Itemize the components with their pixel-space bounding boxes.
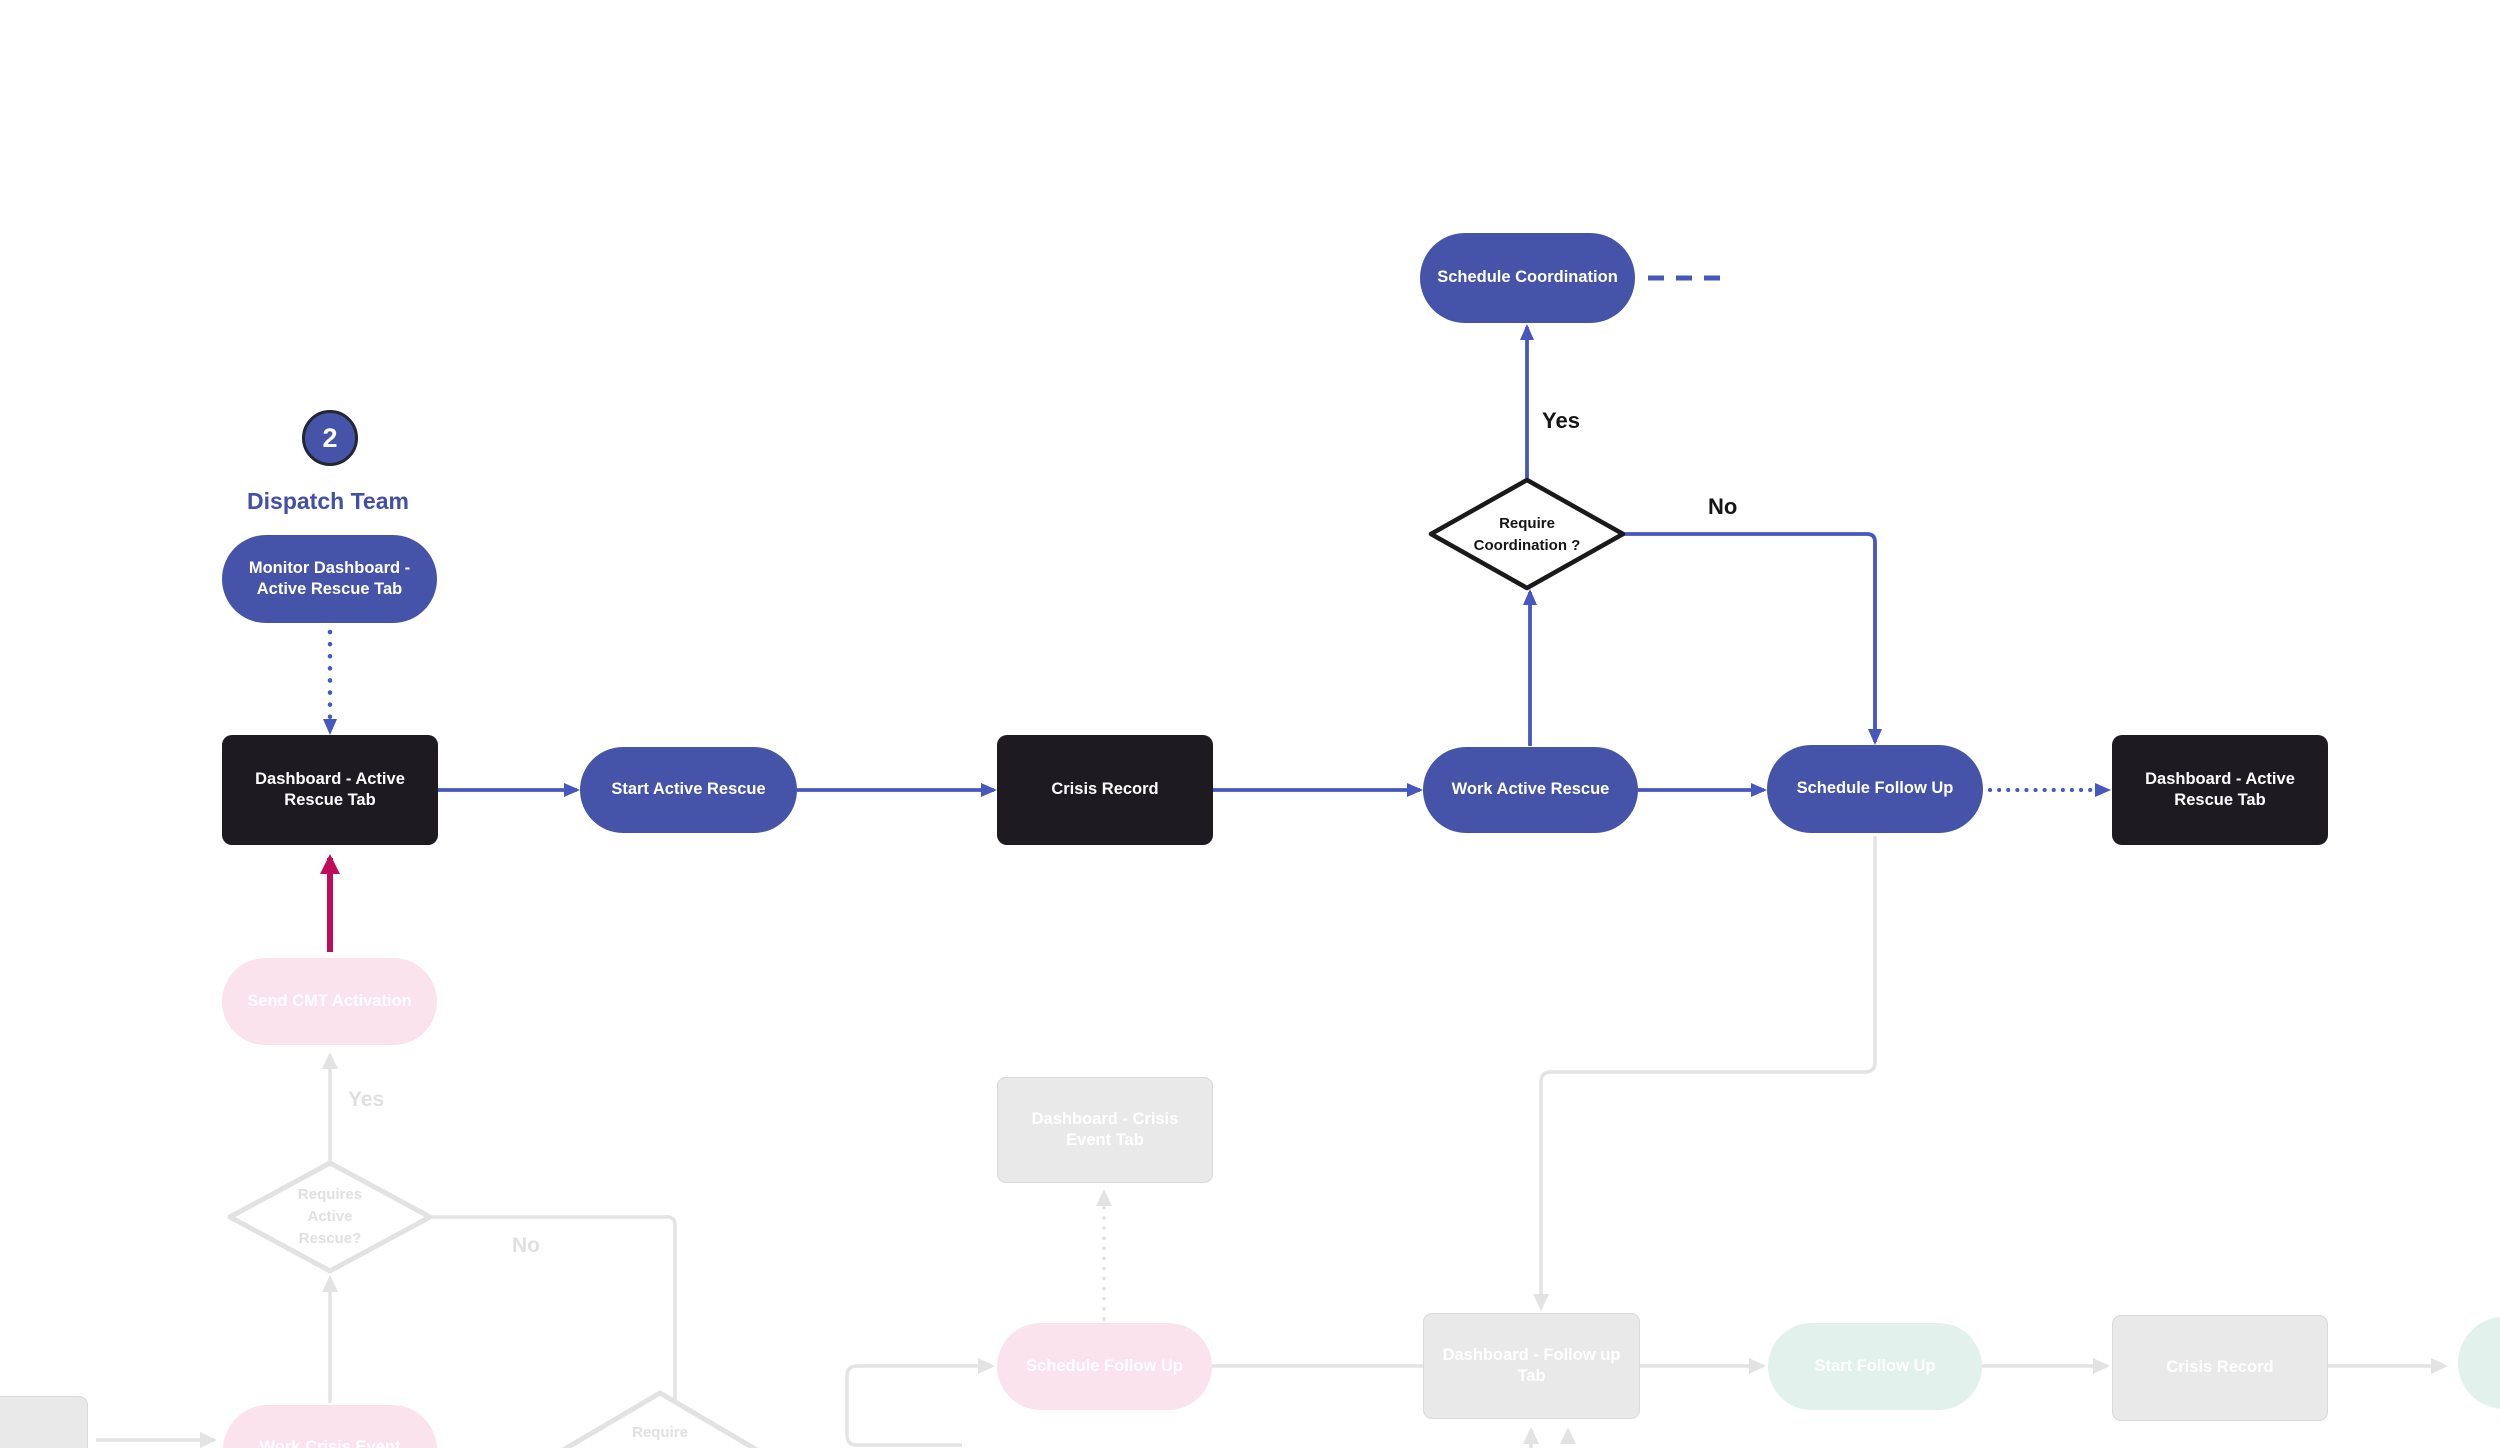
partial-mint-node	[2458, 1317, 2500, 1409]
decision-requires-active-rescue-label: Requires Active Rescue?	[297, 1186, 363, 1247]
connector-faded-no-path	[430, 1215, 677, 1448]
decision-require-coordination-label: Require Coordination ?	[1473, 515, 1581, 554]
label-no: No	[1708, 494, 1738, 519]
label-yes-faded: Yes	[348, 1088, 385, 1111]
node-dashboard-active-rescue-right: Dashboard - Active Rescue Tab	[2112, 735, 2328, 845]
node-start-active-rescue: Start Active Rescue	[580, 747, 797, 833]
section-number-badge: 2	[302, 410, 358, 466]
node-schedule-coordination: Schedule Coordination	[1420, 233, 1635, 323]
connector-into-pink-schedulefu	[845, 1358, 995, 1447]
connector-no-to-schedule	[1623, 532, 1882, 745]
node-crisis-record-faded: Crisis Record	[2112, 1315, 2328, 1421]
node-dashboard-crisis-event-tab: Dashboard - Crisis Event Tab	[997, 1077, 1213, 1183]
label-yes: Yes	[1542, 408, 1580, 433]
connector-schedulefu-to-followuptab	[1533, 836, 1877, 1311]
node-schedule-follow-up: Schedule Follow Up	[1767, 745, 1983, 833]
active-connectors	[437, 275, 1882, 797]
section-title: Dispatch Team	[247, 488, 409, 514]
node-send-cmt-activation: Send CMT Activation	[222, 958, 437, 1045]
decision-require-partial-label: Require	[632, 1424, 688, 1441]
node-start-follow-up: Start Follow Up	[1768, 1323, 1982, 1410]
node-monitor-dashboard: Monitor Dashboard - Active Rescue Tab	[222, 535, 437, 623]
node-dashboard-follow-up-tab: Dashboard - Follow up Tab	[1423, 1313, 1640, 1419]
node-schedule-follow-up-faded: Schedule Follow Up	[997, 1323, 1212, 1410]
faded-connectors	[96, 836, 2448, 1448]
node-work-active-rescue: Work Active Rescue	[1423, 747, 1638, 833]
node-dashboard-active-rescue-left: Dashboard - Active Rescue Tab	[222, 735, 438, 845]
node-work-crisis-event-partial: Work Crisis Event	[223, 1405, 437, 1448]
node-crisis-record: Crisis Record	[997, 735, 1213, 845]
label-no-faded: No	[512, 1234, 540, 1257]
node-partial-left-box	[0, 1396, 88, 1448]
